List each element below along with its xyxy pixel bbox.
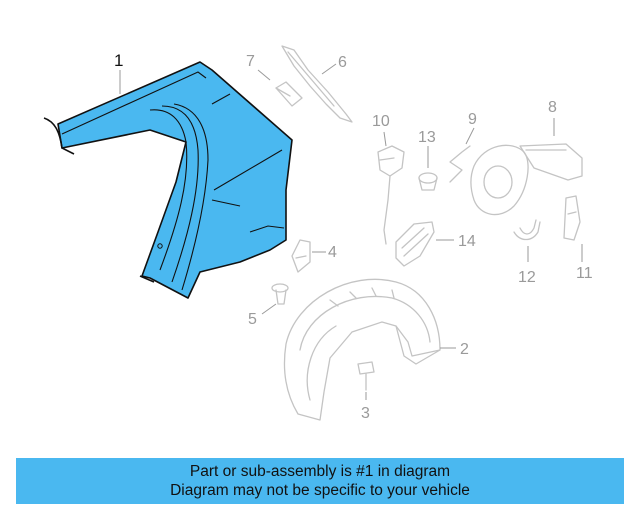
- banner-line-2: Diagram may not be specific to your vehi…: [170, 482, 470, 499]
- part-10-latch[interactable]: [377, 145, 405, 245]
- callout-4: 4: [328, 244, 337, 261]
- part-14-vent[interactable]: [395, 221, 435, 267]
- part-4-retainer[interactable]: [291, 239, 311, 273]
- callout-13: 13: [418, 129, 436, 146]
- callout-6: 6: [338, 54, 347, 71]
- part-1-quarter-panel[interactable]: [43, 61, 293, 299]
- part-11-bracket[interactable]: [563, 195, 581, 241]
- callout-7: 7: [246, 53, 255, 70]
- callout-14: 14: [458, 233, 476, 250]
- callout-2: 2: [460, 341, 469, 358]
- part-7-clip[interactable]: [275, 81, 303, 107]
- callout-5: 5: [248, 311, 257, 328]
- callout-11: 11: [576, 265, 593, 282]
- callout-10: 10: [372, 113, 390, 130]
- callout-8: 8: [548, 99, 557, 116]
- callout-1: 1: [114, 51, 123, 70]
- part-8-fuel-door[interactable]: [470, 143, 583, 216]
- callout-3: 3: [361, 405, 370, 422]
- callout-9: 9: [468, 111, 477, 128]
- part-3-bolt[interactable]: [357, 361, 375, 391]
- banner-line-1: Part or sub-assembly is #1 in diagram: [189, 463, 451, 480]
- part-2-wheelhouse-liner[interactable]: [283, 278, 441, 421]
- part-9-spring[interactable]: [449, 145, 471, 183]
- part-5-push-pin[interactable]: [271, 283, 289, 305]
- info-banner: Part or sub-assembly is #1 in diagram Di…: [16, 458, 624, 504]
- part-6-trim-strip[interactable]: [281, 45, 353, 123]
- callout-12: 12: [518, 269, 536, 286]
- part-12-hose[interactable]: [513, 219, 541, 241]
- part-13-grommet[interactable]: [418, 172, 438, 191]
